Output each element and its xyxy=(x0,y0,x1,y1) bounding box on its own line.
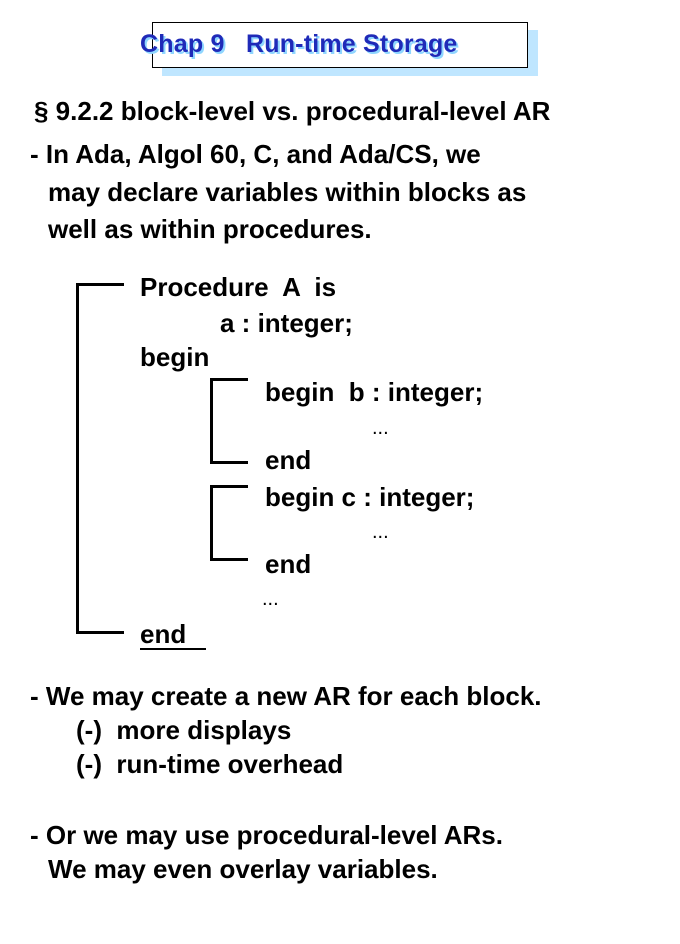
intro-line-3: well as within procedures. xyxy=(48,214,372,244)
code-block-c-begin: begin c : integer; xyxy=(265,482,475,512)
point-line-1: - We may create a new AR for each block. xyxy=(30,681,542,711)
code-ellipsis-2: ... xyxy=(372,521,389,543)
procedure-bracket xyxy=(76,283,124,634)
title-shadow-text: Chap 9 Run-time Storage xyxy=(142,32,460,60)
code-block-b-begin: begin b : integer; xyxy=(265,377,484,407)
intro-line-1: - In Ada, Algol 60, C, and Ada/CS, we xyxy=(30,139,481,169)
block-c-bracket xyxy=(210,485,248,561)
page-title: Chap 9 Run-time Storage xyxy=(140,30,458,58)
title-box xyxy=(152,22,528,68)
title-banner: Chap 9 Run-time Storage Chap 9 Run-time … xyxy=(140,22,538,76)
intro-line-2: may declare variables within blocks as xyxy=(48,177,527,207)
code-block-c-end: end xyxy=(265,549,312,579)
section-heading: § 9.2.2 block-level vs. procedural-level… xyxy=(34,96,551,126)
block-b-bracket xyxy=(210,378,248,464)
conclusion-line-2: We may even overlay variables. xyxy=(48,854,438,884)
end-underline xyxy=(140,648,206,650)
code-procedure-header: Procedure A is xyxy=(140,272,337,302)
code-ellipsis-1: ... xyxy=(372,417,389,439)
code-begin: begin xyxy=(140,342,210,372)
conclusion-line-1: - Or we may use procedural-level ARs. xyxy=(30,820,503,850)
code-procedure-end: end xyxy=(140,619,187,649)
code-decl-a: a : integer; xyxy=(220,308,353,338)
code-block-b-end: end xyxy=(265,445,312,475)
point-line-2: (-) more displays xyxy=(76,715,292,745)
point-line-3: (-) run-time overhead xyxy=(76,749,344,779)
code-ellipsis-3: ... xyxy=(262,588,279,610)
